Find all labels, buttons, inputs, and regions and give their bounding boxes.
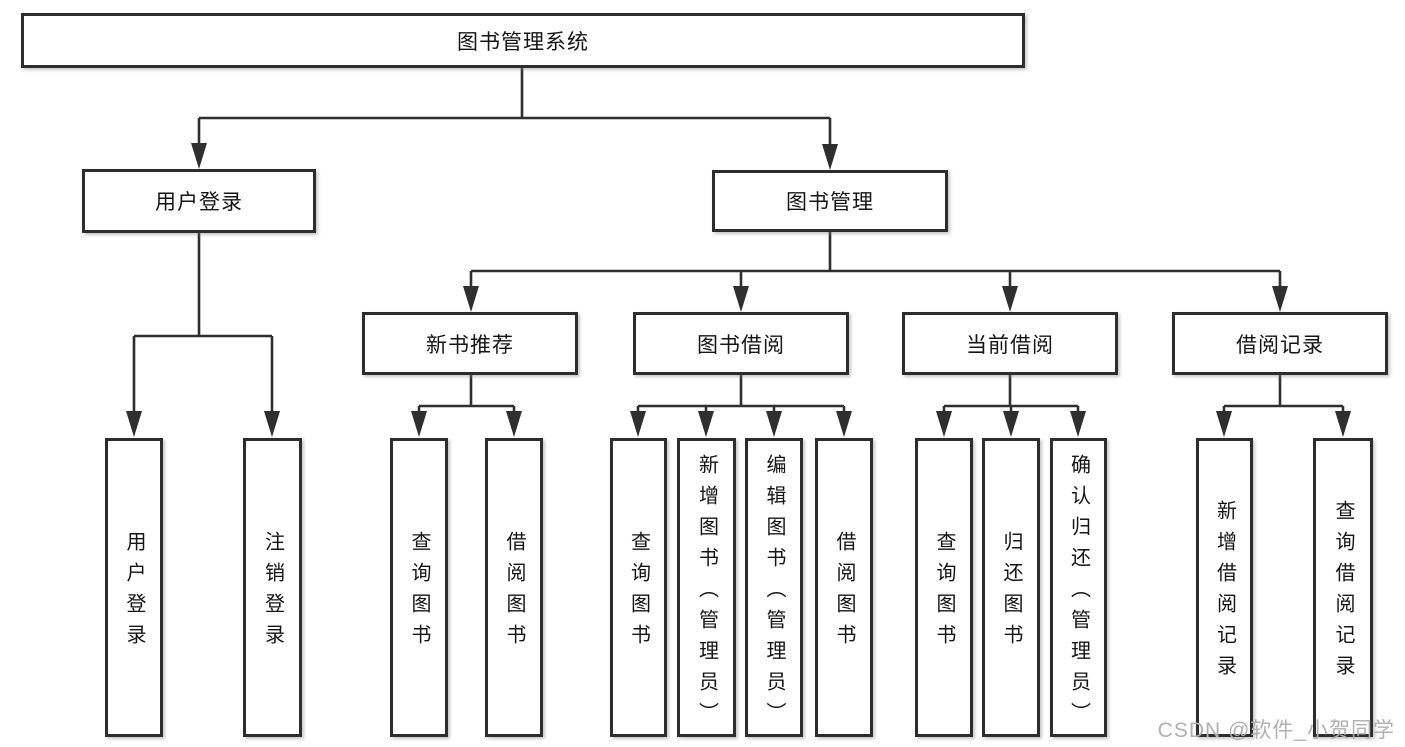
edge-current-to-leaves <box>942 375 1080 414</box>
leaf-confirm-return-admin-label: 确认归还（管理员） <box>1067 453 1090 733</box>
leaf-recommend-borrow-book-label: 借阅图书 <box>503 531 525 655</box>
leaf-user-login-label: 用户登录 <box>123 531 145 655</box>
edge-root-to-level2 <box>197 68 832 145</box>
node-user-login-label: 用户登录 <box>155 191 243 214</box>
leaf-add-borrow-record-label: 新增借阅记录 <box>1213 500 1236 686</box>
edge-mgmt-to-level3 <box>469 232 1282 289</box>
node-borrow-record-label: 借阅记录 <box>1236 333 1324 357</box>
leaf-borrow-book: 借阅图书 <box>815 438 873 737</box>
leaf-user-login: 用户登录 <box>105 438 163 737</box>
node-new-book-recommend-label: 新书推荐 <box>426 333 514 357</box>
node-current-borrow: 当前借阅 <box>902 312 1118 375</box>
leaf-confirm-return-admin: 确认归还（管理员） <box>1050 438 1107 737</box>
node-book-management: 图书管理 <box>712 170 948 232</box>
leaf-borrow-query-book: 查询图书 <box>610 438 667 737</box>
leaf-borrow-query-book-label: 查询图书 <box>627 531 650 655</box>
leaf-add-borrow-record: 新增借阅记录 <box>1196 438 1253 737</box>
node-book-borrow: 图书借阅 <box>633 312 849 375</box>
node-book-management-label: 图书管理 <box>786 191 874 214</box>
csdn-watermark: CSDN @软件_小贺同学 <box>1157 719 1395 742</box>
leaf-return-book: 归还图书 <box>982 438 1040 737</box>
node-current-borrow-label: 当前借阅 <box>966 333 1054 357</box>
leaf-logout-label: 注销登录 <box>261 531 284 655</box>
leaf-recommend-query-book: 查询图书 <box>390 438 448 737</box>
node-root-label: 图书管理系统 <box>457 30 589 54</box>
node-root-system: 图书管理系统 <box>21 13 1025 68</box>
leaf-current-query-book: 查询图书 <box>915 438 973 737</box>
node-new-book-recommend: 新书推荐 <box>362 312 578 375</box>
leaf-query-borrow-record: 查询借阅记录 <box>1313 438 1373 737</box>
node-user-login: 用户登录 <box>82 169 316 233</box>
leaf-query-borrow-record-label: 查询借阅记录 <box>1332 500 1354 686</box>
edge-record-to-leaves <box>1222 375 1345 414</box>
edge-recommend-to-leaves <box>417 375 516 414</box>
leaf-recommend-borrow-book: 借阅图书 <box>485 438 543 737</box>
node-borrow-record: 借阅记录 <box>1172 312 1388 375</box>
arrowheads <box>126 143 1351 437</box>
leaf-logout: 注销登录 <box>243 438 302 737</box>
leaf-return-book-label: 归还图书 <box>1000 531 1022 655</box>
leaf-recommend-query-book-label: 查询图书 <box>408 531 430 655</box>
leaf-edit-book-admin-label: 编辑图书（管理员） <box>763 453 785 733</box>
edge-borrow-to-leaves <box>636 375 846 414</box>
leaf-edit-book-admin: 编辑图书（管理员） <box>745 438 803 737</box>
leaf-current-query-book-label: 查询图书 <box>933 531 955 655</box>
node-book-borrow-label: 图书借阅 <box>697 333 785 357</box>
leaf-add-book-admin-label: 新增图书（管理员） <box>695 453 718 733</box>
leaf-add-book-admin: 新增图书（管理员） <box>677 438 736 737</box>
leaf-borrow-book-label: 借阅图书 <box>833 531 855 655</box>
edge-login-to-leaves <box>132 233 274 414</box>
